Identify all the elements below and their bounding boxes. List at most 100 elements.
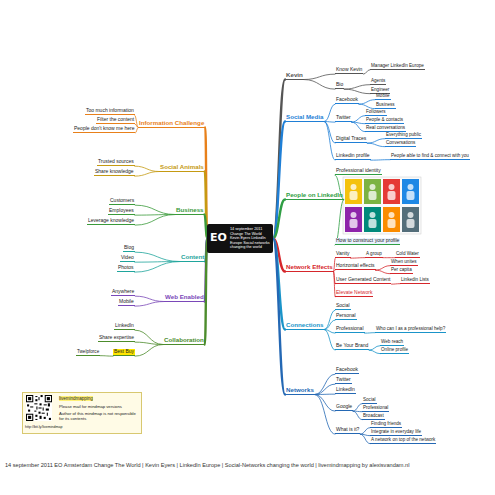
main-branch: Social Animals — [159, 163, 205, 172]
node-text: Content — [181, 253, 204, 260]
branch-connector — [135, 296, 164, 301]
sub-branch: What is it? — [335, 427, 360, 434]
node-text: LinkedIn — [336, 387, 355, 393]
node-text: Employees — [109, 208, 134, 214]
central-topic: EO14 september 2011 Change The World Kev… — [207, 224, 273, 253]
node-text: Social Media — [286, 113, 323, 120]
node-text: Conversations — [386, 140, 415, 145]
node-text: Linkedin Lists — [401, 277, 429, 282]
branch-connector — [344, 89, 370, 94]
branch-connector — [376, 270, 390, 274]
sub-branch: Employees — [108, 208, 135, 215]
branch-connector — [135, 330, 163, 344]
sub-branch: Web reach — [380, 339, 404, 346]
sub-branch: Broadcast — [362, 413, 385, 420]
node-text: What is it? — [336, 427, 359, 433]
sub-branch: Elevate Network — [335, 290, 373, 297]
sub-branch: Conversations — [385, 140, 416, 147]
branch-connector — [205, 238, 207, 344]
sub-branch: Twitter — [335, 115, 352, 122]
branch-connector — [135, 345, 163, 357]
sub-branch: Know Kevin — [335, 67, 363, 74]
caption: 14 september 2011 EO Amsterdam Change Th… — [5, 462, 409, 468]
node-text: Linkedin profile — [336, 153, 370, 159]
logo-text: EO — [210, 232, 227, 245]
branch-connector — [315, 374, 335, 394]
node-text: Engineer — [371, 87, 389, 92]
branch-connector — [135, 262, 180, 273]
branch-connector — [353, 411, 362, 420]
branch-connector — [367, 139, 385, 143]
main-branch: Kevin — [285, 71, 304, 80]
node-text: Broadcast — [363, 413, 384, 418]
node-text: Professional — [336, 326, 364, 332]
node-text: Share expertise — [99, 335, 134, 341]
branch-connector — [369, 350, 380, 354]
branch-connector — [352, 122, 365, 132]
node-text: Cold Water — [396, 251, 419, 256]
node-text: A group — [366, 251, 382, 256]
main-branch: Business — [175, 206, 205, 215]
sub-branch: When unites — [390, 259, 418, 266]
node-text: Collaboration — [164, 336, 204, 343]
branch-connector — [135, 215, 175, 226]
branch-connector — [324, 104, 335, 121]
main-branch: People on LinkedIn — [285, 191, 344, 200]
node-text: livemindmapping — [59, 396, 93, 401]
node-text: When unites — [391, 259, 417, 264]
sub-branch: Share knowledge — [94, 169, 135, 176]
branch-connector — [304, 74, 335, 79]
sub-branch: People & contacts — [365, 117, 404, 124]
sub-branch: Blog — [123, 245, 135, 252]
branch-connector — [273, 200, 285, 239]
node-text: Elevate Network — [336, 290, 372, 296]
branch-connector — [135, 252, 180, 261]
node-text: Vanity — [336, 251, 350, 257]
branch-connector — [365, 332, 375, 333]
sub-branch: Social — [362, 397, 377, 404]
branch-connector — [100, 355, 113, 356]
node-text: Professional identity — [336, 168, 381, 174]
node-text: Bio — [336, 82, 343, 88]
node-text: Web reach — [381, 339, 403, 344]
branch-connector — [324, 330, 335, 351]
branch-connector — [315, 384, 335, 394]
sub-branch: Manager LinkedIn Europe — [370, 63, 425, 70]
sub-branch: Leverage knowledge — [87, 218, 135, 225]
branch-connector — [135, 342, 163, 344]
sub-branch: Digital Traces — [335, 136, 367, 143]
sub-branch: Horizontal effects — [335, 263, 376, 270]
sub-branch: Integrate in everyday life — [370, 429, 422, 436]
sub-branch: Cold Water — [395, 251, 420, 258]
node-text: Twitter — [336, 115, 351, 121]
sub-branch: Professional — [335, 326, 365, 333]
node-text: Social Animals — [160, 163, 204, 170]
main-branch: Web Enabled — [164, 293, 205, 302]
node-text: Please mail for mindmap versions — [59, 405, 122, 410]
sub-branch: Per capita — [390, 267, 413, 274]
main-branch: Collaboration — [163, 336, 205, 345]
sub-branch: Linkedin Lists — [400, 277, 430, 284]
node-text: Real conversations — [366, 125, 405, 130]
branch-connector — [369, 346, 380, 350]
sub-branch: Video — [120, 255, 135, 262]
sub-branch: Trusted sources — [97, 159, 135, 166]
node-text: Anywhere — [112, 289, 134, 295]
main-branch: Content — [180, 253, 205, 262]
sub-branch: Filter the content — [96, 117, 135, 124]
branch-connector — [315, 395, 335, 435]
node-text: Networks — [286, 386, 314, 393]
branch-connector — [367, 143, 385, 147]
node-text: Customers — [110, 198, 134, 204]
node-text: Who can I as a professional help? — [376, 326, 445, 331]
branch-connector — [135, 128, 138, 134]
sub-branch: Mobile — [118, 299, 135, 306]
node-text: Information Challenge — [139, 119, 204, 126]
node-text: Per capita — [391, 267, 412, 272]
main-branch: Information Challenge — [138, 119, 205, 128]
node-text: Twelpforce — [77, 349, 99, 354]
node-text: Blog — [124, 245, 134, 251]
node-text: Business — [176, 206, 204, 213]
sub-branch: Be Your Brand — [335, 343, 369, 350]
sub-branch: A group — [365, 251, 383, 258]
